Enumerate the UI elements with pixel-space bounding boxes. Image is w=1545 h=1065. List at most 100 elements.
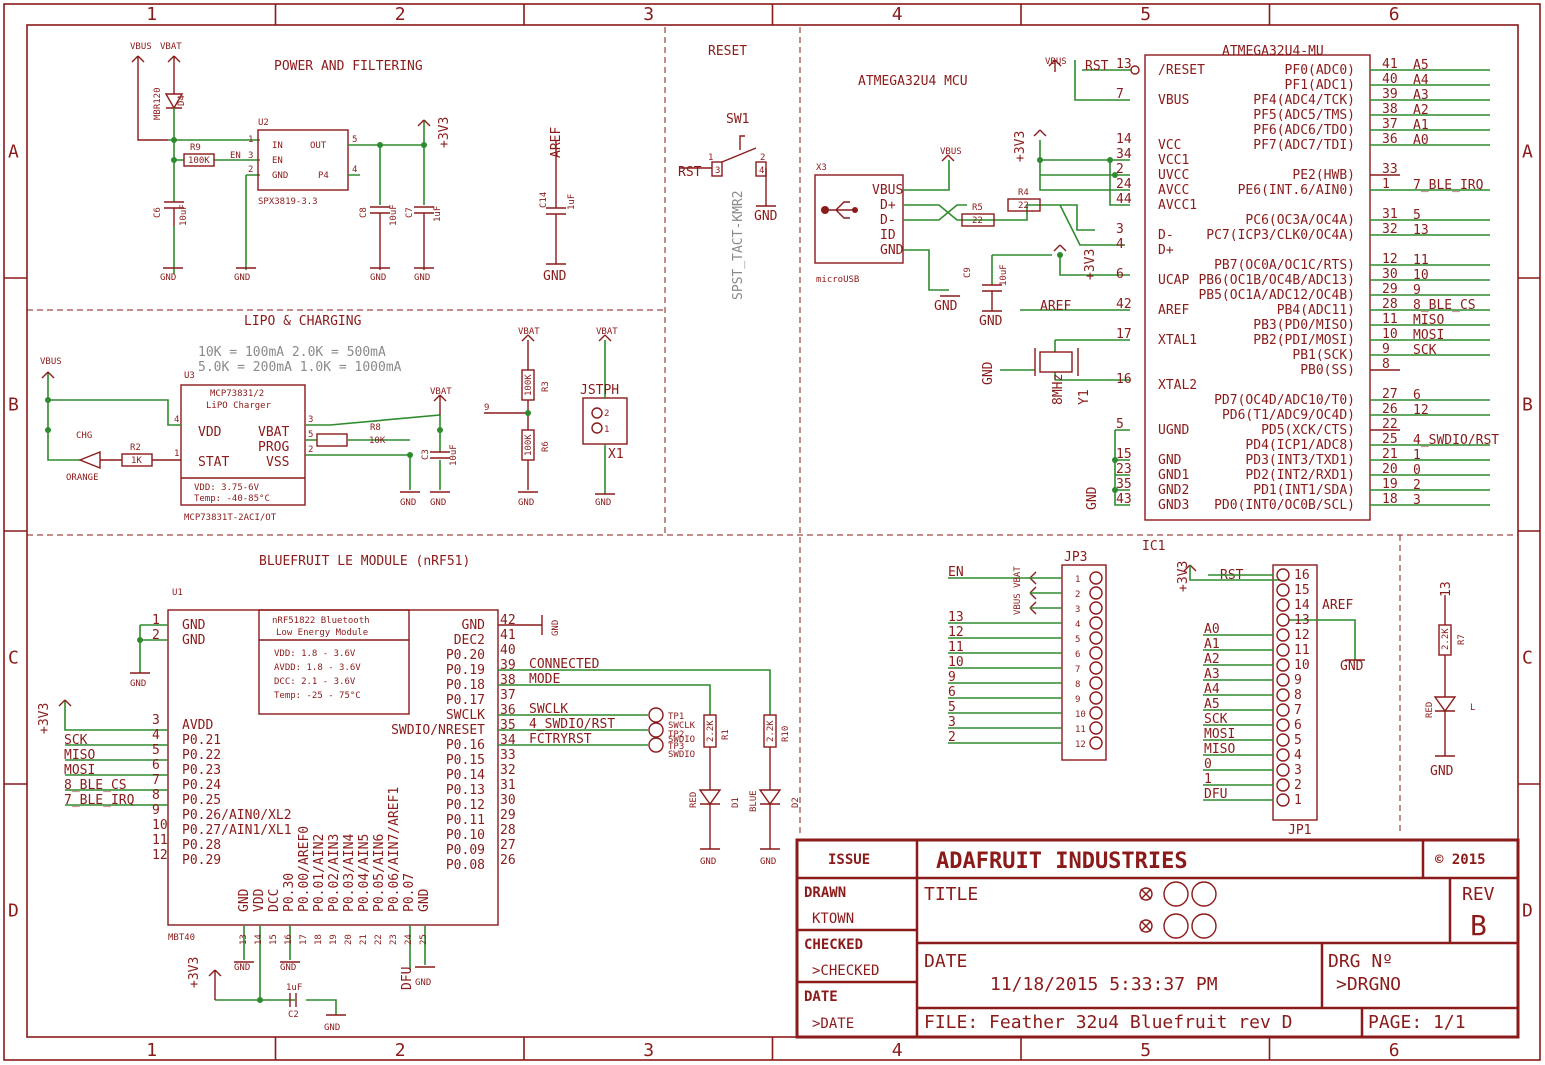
r7-value: 2.2K <box>1441 628 1451 650</box>
mcu-pin-name: GND1 <box>1158 468 1189 483</box>
ble-pin-num: 30 <box>500 793 516 808</box>
tb-rev-value: B <box>1470 909 1487 942</box>
mcu-pin-name: D+ <box>1158 243 1174 258</box>
u3-spec-temp: Temp: -40-85°C <box>194 494 270 504</box>
jp3-pad <box>1089 706 1103 720</box>
ble-pin-net: 8_BLE_CS <box>64 778 127 793</box>
mcu-pin-name: PC7(ICP3/CLK0/OC4A) <box>1206 228 1355 243</box>
title-block <box>795 838 1520 1039</box>
jp1-pad <box>1276 658 1290 672</box>
ble-pin-net: SCK <box>64 733 88 748</box>
ble-note-sub: Low Energy Module <box>276 628 368 638</box>
section-title-power: POWER AND FILTERING <box>274 59 423 74</box>
ble-pin-name: P0.19 <box>446 663 485 678</box>
c6-value: 10uF <box>179 204 189 226</box>
jp1-pin-num: 1 <box>1294 793 1302 808</box>
c3-value: 10uF <box>449 444 459 466</box>
ble-pin-net: 4_SWDIO/RST <box>529 717 615 732</box>
mcu-pin-net: 5 <box>1413 208 1421 223</box>
tb-company: ADAFRUIT INDUSTRIES <box>936 849 1188 874</box>
reset-section <box>680 135 776 207</box>
ble-section <box>58 609 782 1016</box>
tb-date: DATE <box>924 951 967 972</box>
tb-date-label: DATE <box>804 989 838 1005</box>
ble-pin-name: P0.09 <box>446 843 485 858</box>
u3-chip: MCP73831/2 <box>210 389 264 399</box>
mcu-pin-num: 38 <box>1382 102 1398 117</box>
mcu-pin-num: 44 <box>1116 192 1132 207</box>
jp3-net: 10 <box>948 655 964 670</box>
mcu-pin-name: PF7(ADC7/TDI) <box>1253 138 1355 153</box>
frame-row-left: D <box>8 901 19 922</box>
ble-pin-num: 4 <box>152 728 160 743</box>
jp3-pin-num: 9 <box>1075 695 1080 705</box>
ble-pin-name: P0.20 <box>446 648 485 663</box>
tb-date-stamp: 11/18/2015 5:33:37 PM <box>990 974 1218 995</box>
jp3-pin-num: 1 <box>1075 575 1080 585</box>
c9-label: C9 <box>963 267 973 278</box>
ble-pin-num: 5 <box>152 743 160 758</box>
mcu-pin-num: 8 <box>1382 357 1390 372</box>
mcu-pin-name: VCC1 <box>1158 153 1189 168</box>
mcu-pin-name: VBUS <box>1158 93 1189 108</box>
jp1-pad <box>1276 703 1290 717</box>
u2-pin-en: EN <box>272 156 283 166</box>
mcu-pin-name: PB5(OC1A/ADC12/OC4B) <box>1198 288 1355 303</box>
c3-label: C3 <box>421 449 431 460</box>
jp1-net: A5 <box>1204 697 1220 712</box>
jp3-pin-num: 11 <box>1075 725 1086 735</box>
mcu-pin-name: PF1(ADC1) <box>1285 78 1355 93</box>
c2-value: 1uF <box>286 983 302 993</box>
jp1-pin-num: 10 <box>1294 658 1310 673</box>
ble-pin-num: 24 <box>404 934 414 945</box>
jp1-net: SCK <box>1204 712 1228 727</box>
mcu-pin-name: PE2(HWB) <box>1292 168 1355 183</box>
ble-note-title: nRF51822 Bluetooth <box>272 616 370 626</box>
ble-pin-num: 31 <box>500 778 516 793</box>
charge-table-2: 5.0K = 200mA 1.0K = 1000mA <box>198 360 402 375</box>
outer-frame <box>3 3 1541 1061</box>
sw1-label: SW1 <box>726 112 749 127</box>
mcu-pin-num: 2 <box>1116 162 1124 177</box>
u2-pin-p4: P4 <box>318 171 329 181</box>
mcu-pin-name: PB3(PD0/MISO) <box>1253 318 1355 333</box>
d4-label: D4 <box>177 95 187 106</box>
tb-date-value: >DATE <box>812 1016 854 1032</box>
mcu-pin-net: 6 <box>1413 388 1421 403</box>
ble-pin-net: MOSI <box>64 763 95 778</box>
mcu-pin-num: 28 <box>1382 297 1398 312</box>
c6-label: C6 <box>153 207 163 218</box>
reset-rst-label: RST <box>678 165 702 180</box>
u2-label: U2 <box>258 118 269 128</box>
ble-v33-bottom: +3V3 <box>187 957 202 988</box>
section-title-mcu: ATMEGA32U4 MCU <box>858 74 968 89</box>
mcu-pin-name: PB2(PDI/MOSI) <box>1253 333 1355 348</box>
mcu-pin-num: 30 <box>1382 267 1398 282</box>
headers-section <box>1029 564 1457 821</box>
mcu-pin-name: D- <box>1158 228 1174 243</box>
jp1-pad <box>1276 613 1290 627</box>
u3-num-4: 4 <box>174 415 179 425</box>
aref-label: AREF <box>549 127 564 158</box>
ble-pin-num: 38 <box>500 673 516 688</box>
frame-row-right: C <box>1522 648 1533 669</box>
r1-value: 2.2K <box>706 720 716 742</box>
jp3-net: 11 <box>948 640 964 655</box>
ble-pin-num: 26 <box>500 853 516 868</box>
ble-pin-name: VDD <box>252 888 267 912</box>
mcu-pin-name: PB7(OC0A/OC1C/RTS) <box>1214 258 1355 273</box>
jp3-pin-num: 5 <box>1075 635 1080 645</box>
ble-pin-name: GND <box>182 633 206 648</box>
lipo-section <box>41 334 628 506</box>
ble-pin-name: P0.05/AIN6 <box>372 834 387 912</box>
ble-pin-name: P0.13 <box>446 783 485 798</box>
mcu-pin-name: AVCC1 <box>1158 198 1197 213</box>
mcu-pin-num: 7 <box>1116 87 1124 102</box>
mcu-pin-num: 3 <box>1116 222 1124 237</box>
jp3-net: 5 <box>948 700 956 715</box>
jp3-pad <box>1089 736 1103 750</box>
tb-page: PAGE: 1/1 <box>1368 1012 1466 1033</box>
y1-label: Y1 <box>1077 389 1092 405</box>
x3-pin-id: ID <box>880 228 896 243</box>
